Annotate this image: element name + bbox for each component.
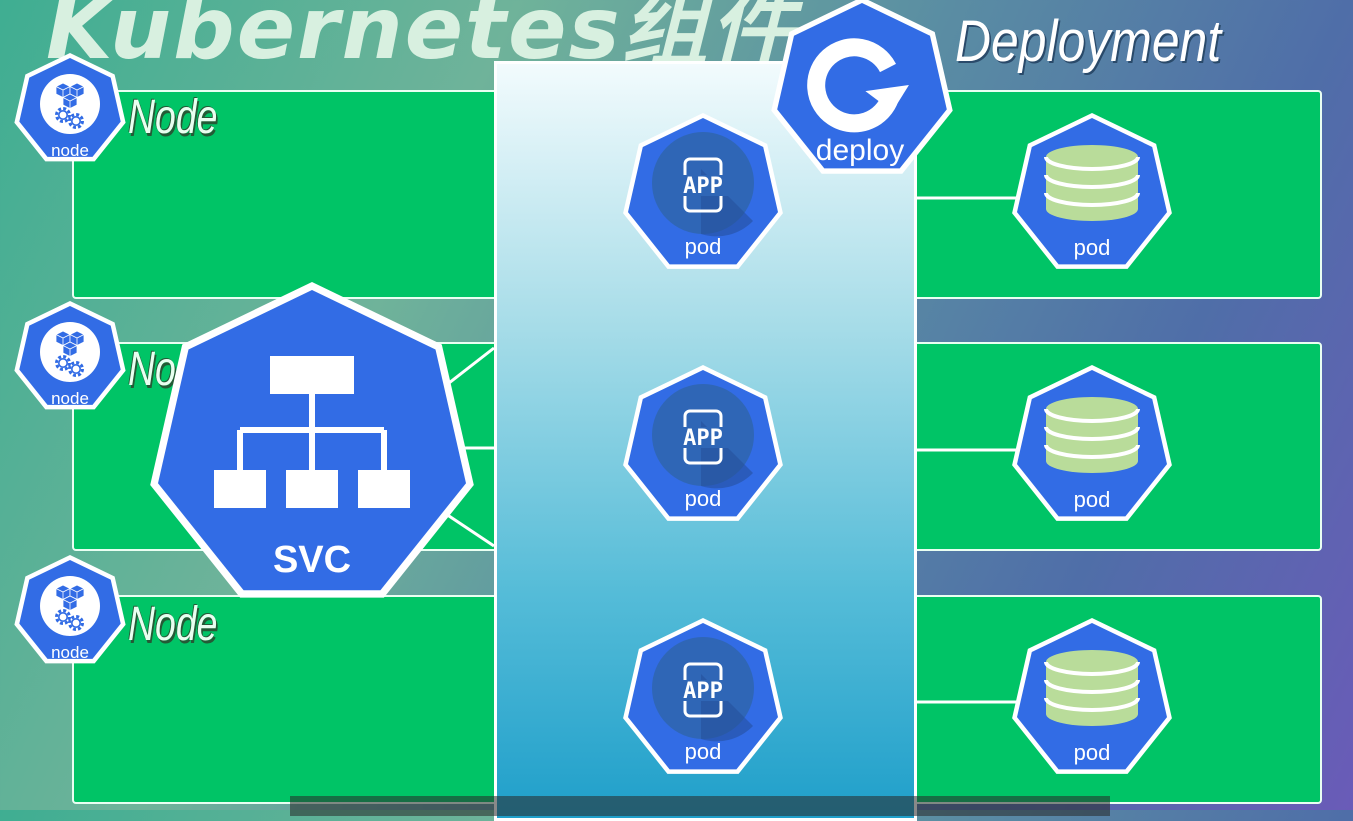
- app-pod-3-app-text: APP: [683, 679, 723, 704]
- deploy-icon-text: deploy: [816, 134, 904, 167]
- db-pod-1: pod: [1012, 113, 1172, 269]
- app-pod-3: APP pod: [623, 618, 783, 774]
- db-pod-2-pod-text: pod: [1074, 487, 1111, 512]
- db-pod-2: pod: [1012, 365, 1172, 521]
- deployment-title: Deployment: [955, 9, 1222, 74]
- db-pod-3-pod-text: pod: [1074, 740, 1111, 765]
- node-icon-3: node: [14, 555, 126, 664]
- db-pod-1-pod-text: pod: [1074, 235, 1111, 260]
- svc-icon: SVC: [150, 282, 474, 598]
- node-icon-text-1: node: [51, 141, 89, 160]
- node-label-1: Node: [128, 91, 218, 144]
- node-label-3: Node: [128, 598, 218, 651]
- deploy-icon: deploy: [771, 0, 953, 174]
- app-pod-1-pod-text: pod: [685, 234, 722, 259]
- app-pod-2-pod-text: pod: [685, 486, 722, 511]
- app-pod-3-pod-text: pod: [685, 739, 722, 764]
- database-icon: [1044, 650, 1140, 726]
- app-pod-1-app-text: APP: [683, 174, 723, 199]
- app-pod-1: APP pod: [623, 113, 783, 269]
- db-connectors: [917, 196, 1020, 704]
- node-icon-text-2: node: [51, 389, 89, 408]
- app-pod-2-app-text: APP: [683, 426, 723, 451]
- subtitle-bar: [290, 796, 1110, 816]
- node-icon-2: node: [14, 301, 126, 410]
- node-icon-text-3: node: [51, 643, 89, 662]
- node-icon-1: node: [14, 53, 126, 162]
- db-pod-3: pod: [1012, 618, 1172, 774]
- database-icon: [1044, 145, 1140, 221]
- app-pod-2: APP pod: [623, 365, 783, 521]
- database-icon: [1044, 397, 1140, 473]
- svc-icon-text: SVC: [273, 539, 351, 581]
